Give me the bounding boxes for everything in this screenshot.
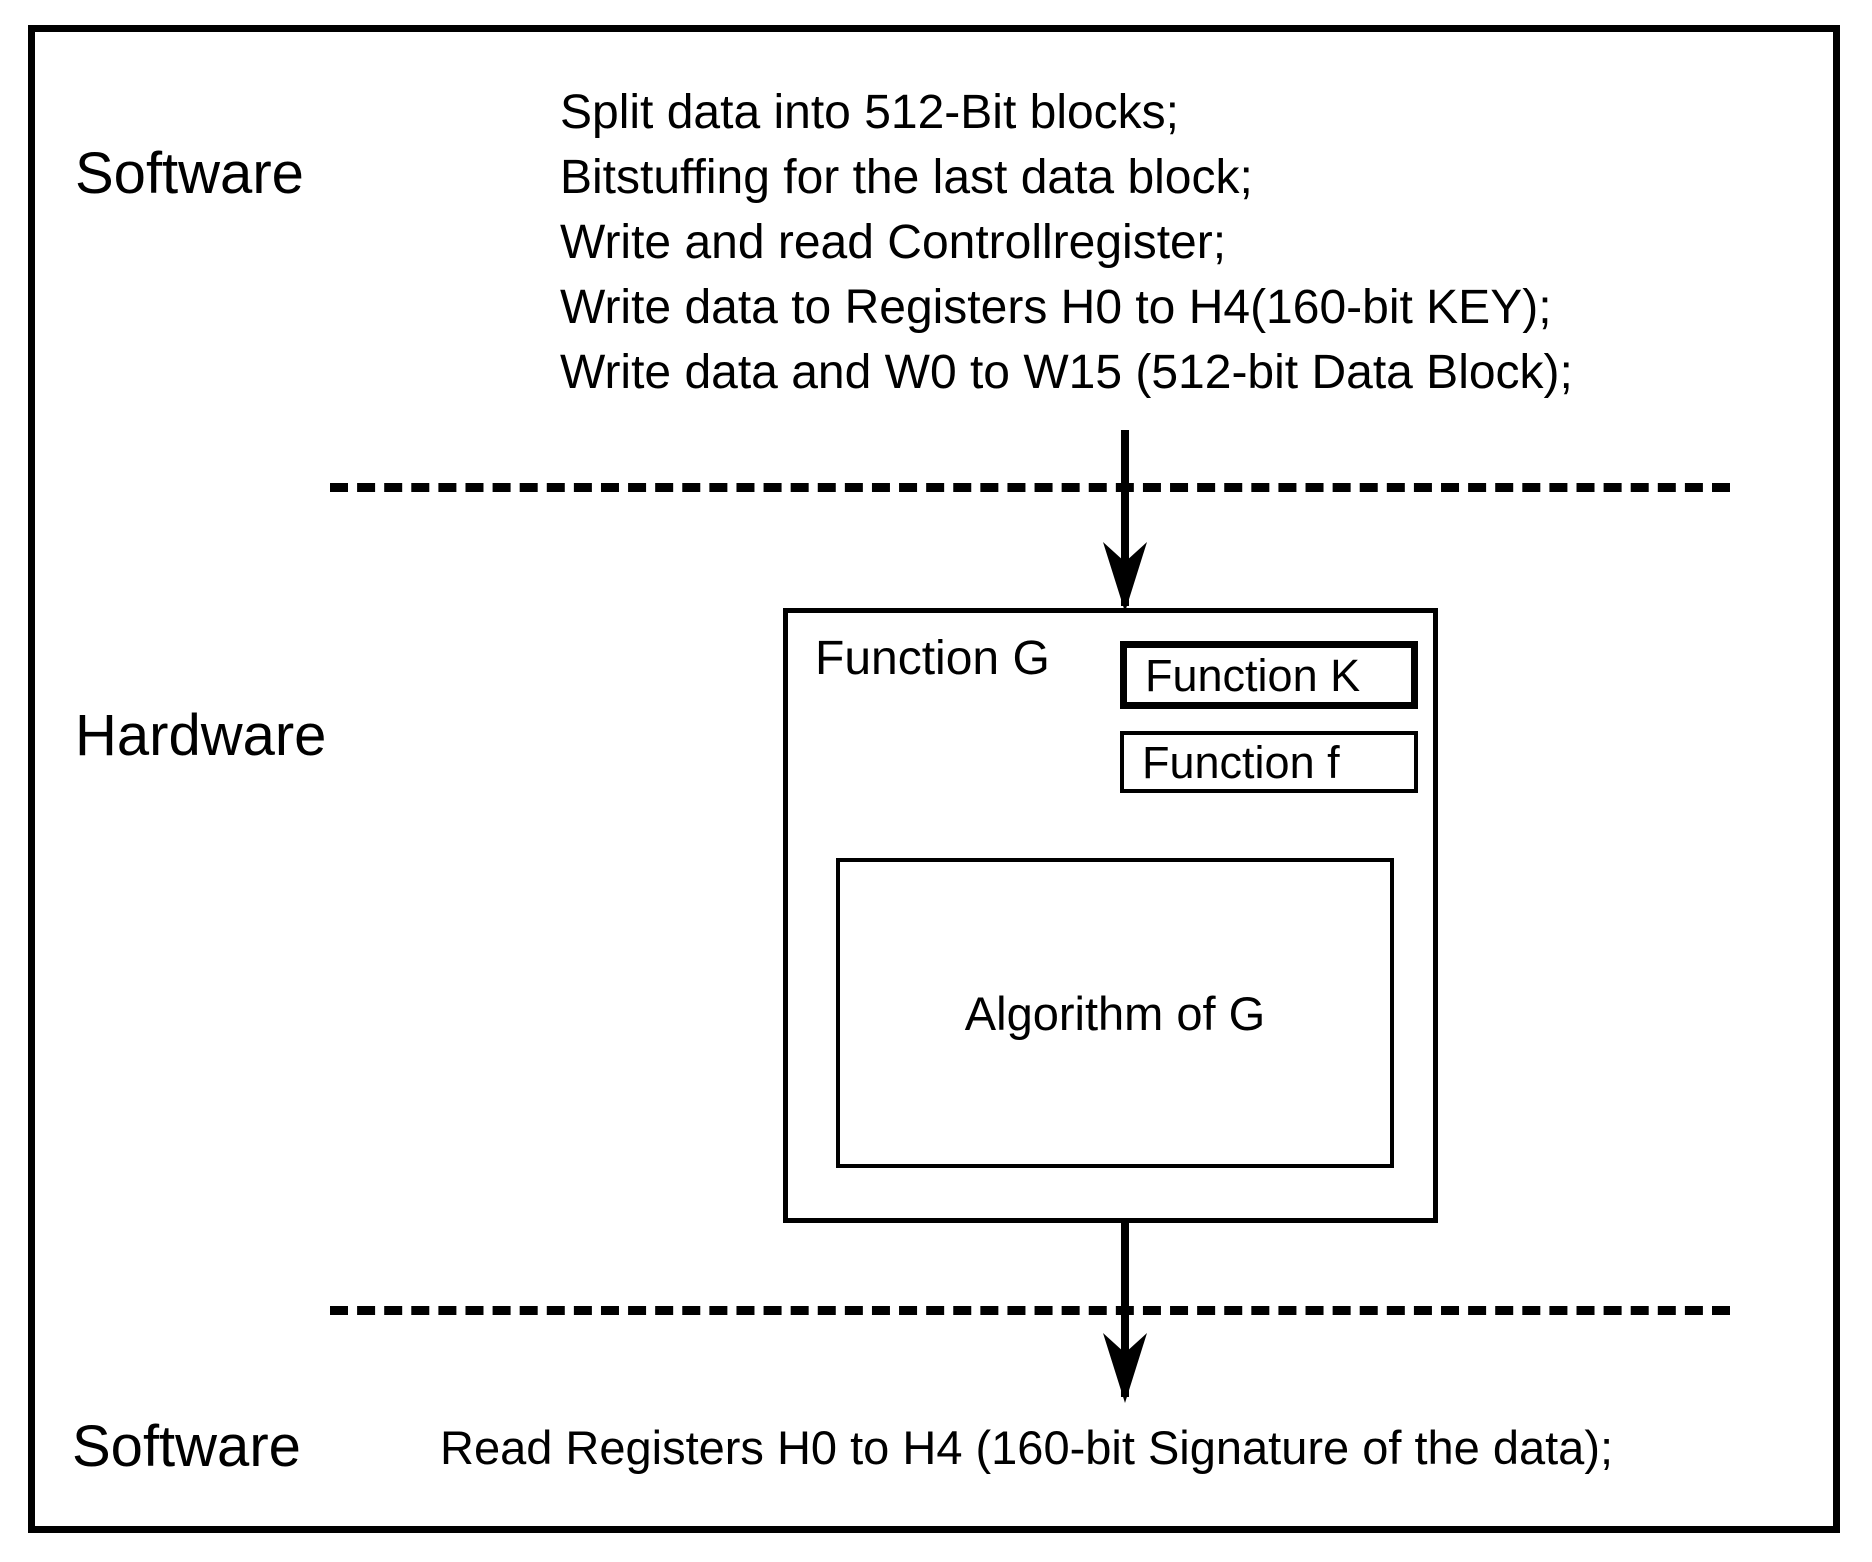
function-k-box[interactable]: Function K xyxy=(1120,641,1418,709)
separator-hardware-software xyxy=(330,1306,1730,1315)
software-step-list: Split data into 512-Bit blocks; Bitstuff… xyxy=(560,80,1810,405)
function-g-box[interactable]: Function G Function K Function f Algorit… xyxy=(783,608,1438,1223)
algorithm-of-g-label: Algorithm of G xyxy=(964,986,1266,1040)
software-step-3: Write and read Controllregister; xyxy=(560,216,1227,269)
software-step-2: Bitstuffing for the last data block; xyxy=(560,151,1253,204)
software-read-registers-text: Read Registers H0 to H4 (160-bit Signatu… xyxy=(440,1421,1614,1474)
software-step-5: Write data and W0 to W15 (512-bit Data B… xyxy=(560,346,1573,399)
function-g-title: Function G xyxy=(815,632,1050,685)
function-f-label: Function f xyxy=(1142,736,1340,788)
function-f-box[interactable]: Function f xyxy=(1120,731,1418,793)
layer-label-hardware: Hardware xyxy=(75,703,327,768)
arrow-down-to-hardware xyxy=(1103,430,1147,612)
software-step-1: Split data into 512-Bit blocks; xyxy=(560,86,1180,139)
algorithm-of-g-box[interactable]: Algorithm of G xyxy=(836,858,1394,1168)
software-step-4: Write data to Registers H0 to H4(160-bit… xyxy=(560,281,1552,334)
separator-software-hardware xyxy=(330,483,1730,492)
function-k-label: Function K xyxy=(1145,649,1361,701)
layer-label-software-top: Software xyxy=(75,141,304,206)
layer-label-software-bottom: Software xyxy=(72,1414,301,1479)
